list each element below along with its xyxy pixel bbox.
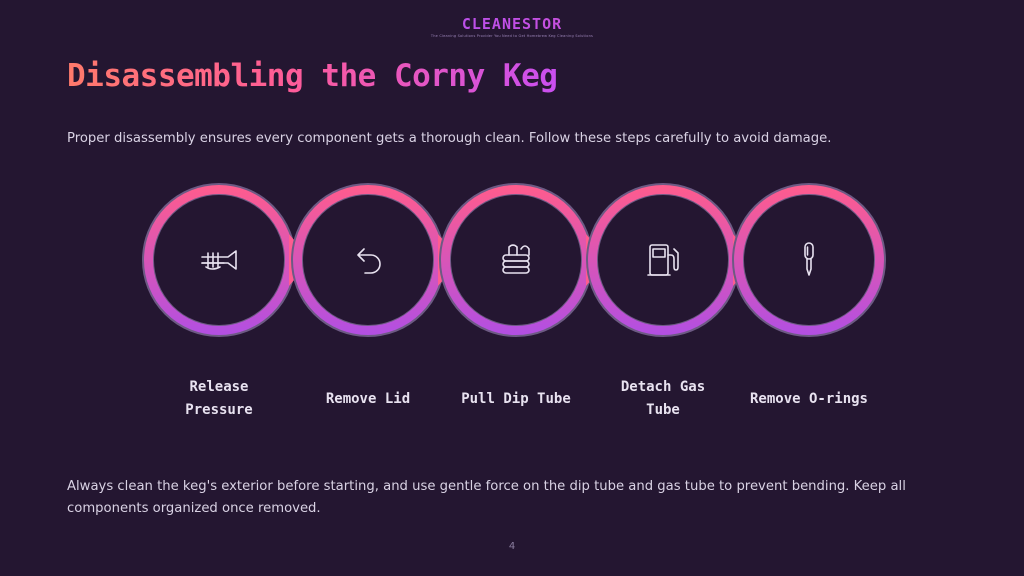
trumpet-icon: [194, 235, 244, 285]
step-ring: [439, 183, 593, 337]
outro-text: Always clean the keg's exterior before s…: [67, 479, 906, 516]
coiled-tube-icon: [491, 235, 541, 285]
process-steps: Release Pressure Remove Lid Pull Dip Tub…: [0, 180, 1024, 430]
step-ring: [586, 183, 740, 337]
page-number: 4: [508, 541, 516, 552]
brand-tagline: The Cleaning Solutions Provider You Need…: [430, 34, 594, 38]
step-ring: [732, 183, 886, 337]
step-label: Remove Lid: [325, 390, 411, 407]
step-pull-dip-tube: Pull Dip Tube: [436, 180, 608, 430]
gas-pump-icon: [638, 235, 688, 285]
brand-logo: CLEANESTOR The Cleaning Solutions Provid…: [0, 15, 1024, 38]
step-label: Detach Gas Tube: [620, 379, 706, 418]
step-remove-lid: Remove Lid: [288, 180, 460, 430]
step-ring: [142, 183, 296, 337]
screwdriver-icon: [784, 235, 834, 285]
step-detach-gas-tube: Detach Gas Tube: [583, 180, 755, 430]
intro-text: Proper disassembly ensures every compone…: [67, 131, 832, 146]
slide-title: Disassembling the Corny Keg: [67, 58, 558, 94]
step-ring: [291, 183, 445, 337]
brand-name: CLEANESTOR: [0, 15, 1024, 33]
step-release-pressure: Release Pressure: [139, 180, 311, 430]
undo-arrow-icon: [343, 235, 393, 285]
step-remove-o-rings: Remove O-rings: [729, 180, 889, 430]
step-label: Pull Dip Tube: [461, 390, 571, 407]
step-label: Release Pressure: [185, 379, 253, 418]
step-label: Remove O-rings: [749, 390, 868, 407]
